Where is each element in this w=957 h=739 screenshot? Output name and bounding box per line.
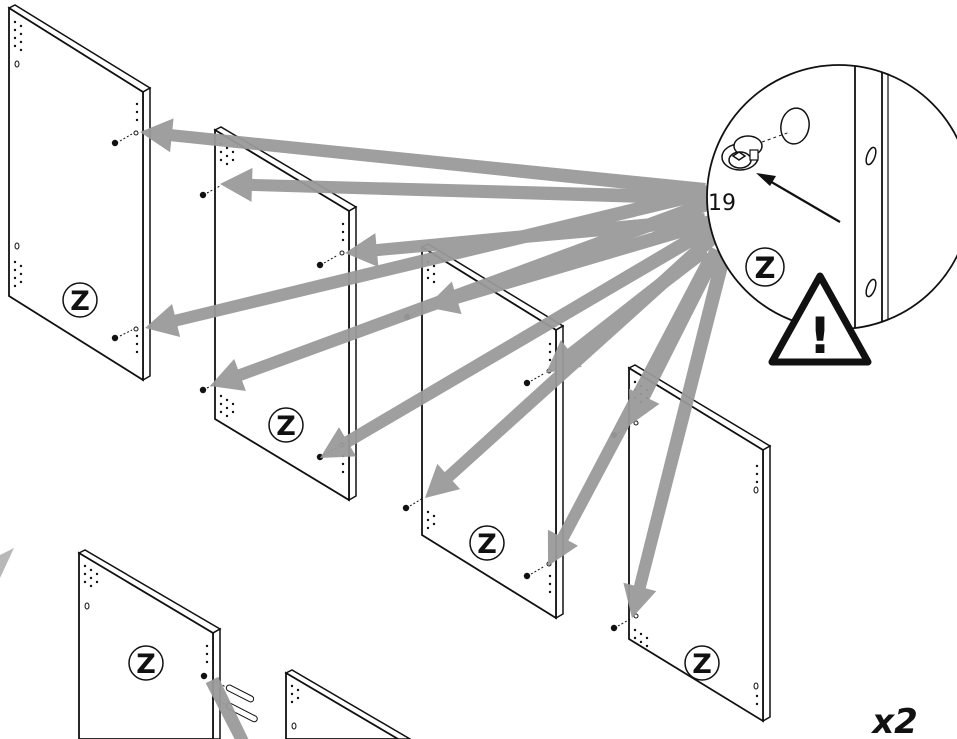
panel-letter: Z [754, 251, 775, 285]
cam-lock-icon [721, 135, 763, 171]
arrow-to-fitting-5 [345, 213, 706, 267]
arrow-to-dowel [205, 676, 249, 739]
part-number: 19 [708, 191, 736, 216]
warning-symbol: ! [809, 307, 832, 365]
arrow-to-fitting-3 [145, 183, 719, 337]
arrow-to-fitting-1 [140, 118, 706, 197]
panel-letter: Z [136, 649, 156, 680]
panel-letter: Z [276, 411, 296, 442]
arrow-to-fitting-2 [220, 167, 712, 205]
connection-arrows [140, 118, 730, 739]
panel-letter: Z [70, 286, 90, 317]
warning-triangle-icon: ! [768, 272, 872, 366]
panel-5: Z [77, 549, 258, 739]
arrow-to-fitting-7 [426, 213, 719, 315]
arrow-to-fitting-9 [546, 244, 710, 373]
panel-letter: Z [477, 529, 497, 560]
panel-letter: Z [692, 649, 712, 680]
detail-callout: 19 Z [706, 64, 957, 330]
panel-6 [284, 669, 412, 739]
arrow-to-fitting-11 [629, 246, 724, 425]
arrow-partial-left [0, 548, 14, 578]
quantity-label: x2 [870, 702, 918, 739]
arrow-to-fitting-6 [320, 222, 715, 458]
arrow-to-fitting-12 [623, 256, 730, 618]
panel-1: Z [7, 4, 152, 382]
